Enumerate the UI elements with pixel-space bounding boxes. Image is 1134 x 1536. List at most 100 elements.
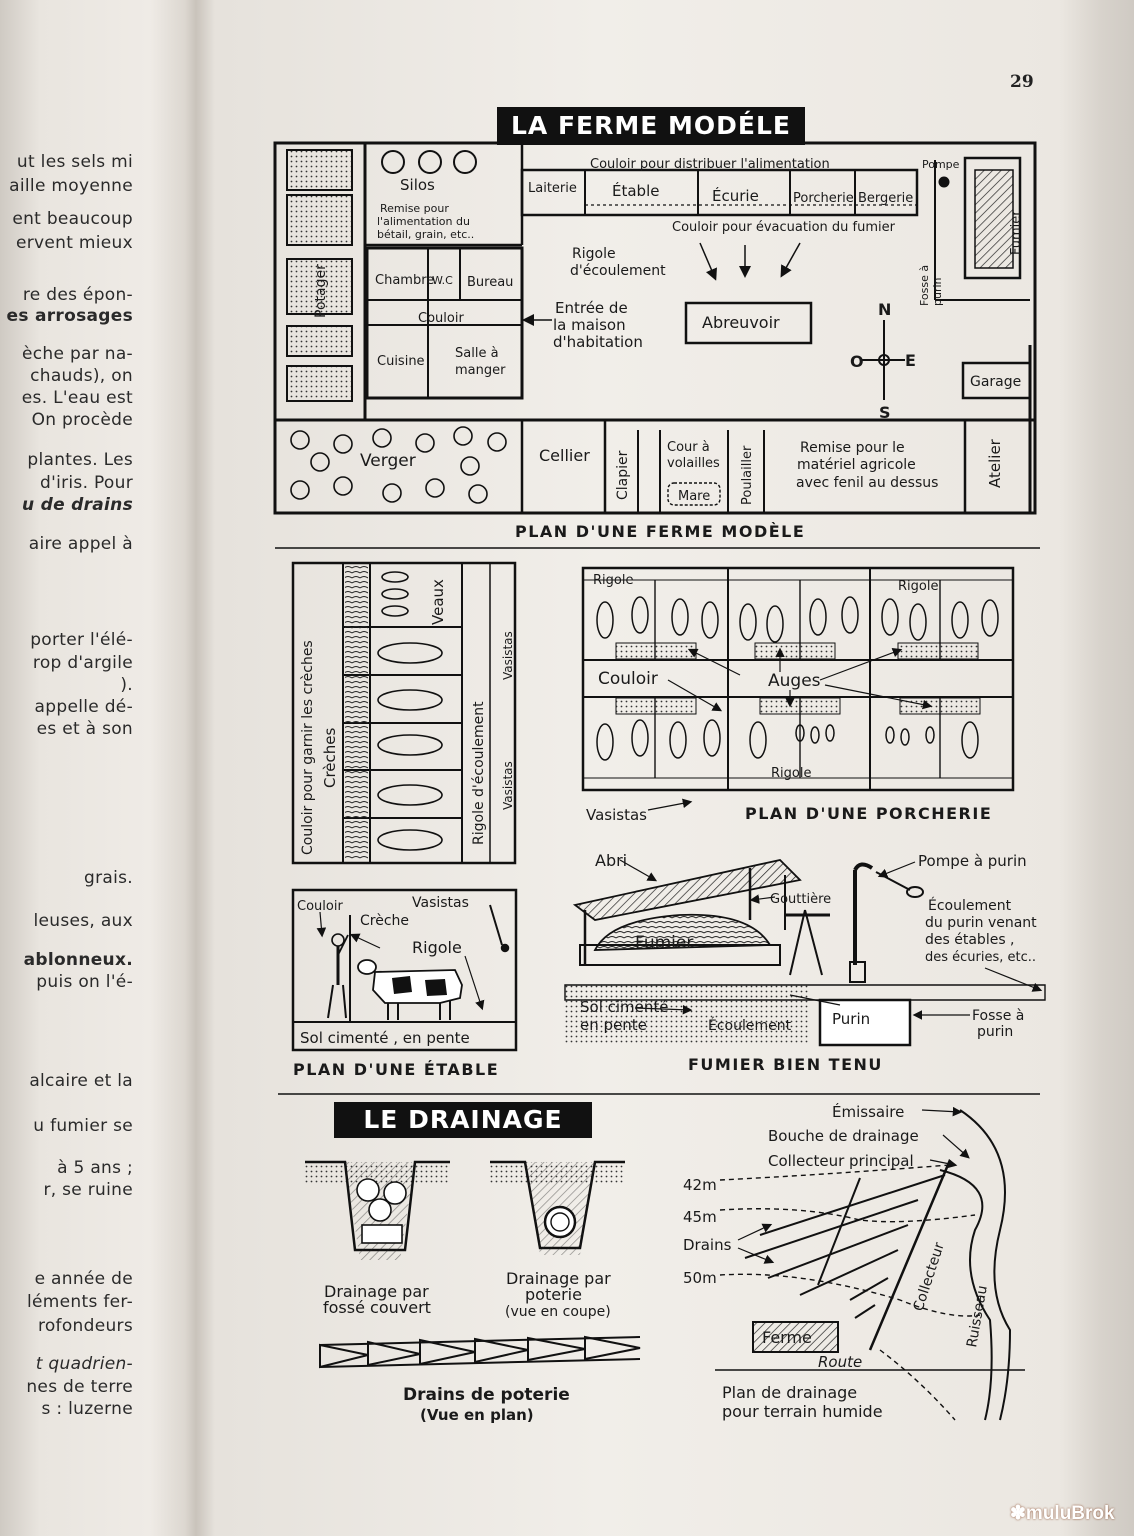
left-page-line: chauds), on <box>30 366 133 386</box>
left-page-line: es et à son <box>36 719 133 739</box>
left-page-line: aire appel à <box>28 534 133 554</box>
bureau-label: Bureau <box>467 275 513 290</box>
gouttiere-label: Gouttière <box>770 892 831 907</box>
pigsty-plan <box>581 566 1015 811</box>
remise-alim-l1: Remise pour <box>380 202 449 215</box>
left-page-line: On procède <box>31 410 133 430</box>
left-page-line: t quadrien- <box>35 1354 133 1374</box>
creches-label: Crèches <box>321 727 339 788</box>
left-page-line: ut les sels mi <box>16 152 133 172</box>
drainage-diagrams <box>305 1106 1025 1421</box>
page-number: 29 <box>1010 72 1034 92</box>
wc-label: W.C <box>432 274 453 287</box>
garage-label: Garage <box>970 374 1021 390</box>
vasistas-porch-label: Vasistas <box>586 806 647 824</box>
left-page-line: plantes. Les <box>27 450 133 470</box>
vasistas-etable-label: Vasistas <box>412 895 469 911</box>
route-label: Route <box>818 1353 862 1371</box>
fosse-fumier-l1: Fosse à <box>972 1008 1024 1024</box>
left-page-line: èche par na- <box>22 344 133 364</box>
left-page-line: rop d'argile <box>32 653 133 673</box>
remise-mat-l1: Remise pour le <box>800 440 905 456</box>
compass-o: O <box>850 352 864 371</box>
fumier-plan-label: Fumier <box>1009 210 1024 255</box>
ferme-label: Ferme <box>762 1328 812 1347</box>
auges-label: Auges <box>768 671 821 691</box>
compass-e: E <box>905 351 916 370</box>
rigole-porch-3: Rigole <box>771 766 811 781</box>
left-page-line: ervent mieux <box>16 233 133 253</box>
cuisine-label: Cuisine <box>377 354 425 369</box>
stable-plan-labels: Couloir pour garnir les crèches Crèches … <box>300 579 515 855</box>
ferme-caption: PLAN D'UNE FERME MODÈLE <box>515 522 805 541</box>
manure-diagram <box>564 859 1046 1047</box>
fosse-couvert-l1: Drainage par <box>324 1282 429 1301</box>
remise-alim-l2: l'alimentation du <box>377 215 470 228</box>
ecoulement-purin-l3: des étables , <box>925 932 1015 948</box>
mare-label: Mare <box>678 489 710 504</box>
ecoulement-purin-l4: des écuries, etc.. <box>925 950 1036 965</box>
compass-s: S <box>879 403 891 422</box>
poulailler-label: Poulailler <box>740 445 755 505</box>
verger-label: Verger <box>360 451 416 471</box>
farm-plan <box>273 141 1037 515</box>
potager-label: Potager <box>313 264 329 318</box>
stable-section-labels: Couloir Crèche Vasistas Rigole Sol cimen… <box>293 895 498 1079</box>
plan-caption-l1: Plan de drainage <box>722 1383 857 1402</box>
compass-n: N <box>878 300 891 319</box>
salle-l1: Salle à <box>455 346 499 361</box>
drains-poterie-l2: (Vue en plan) <box>420 1406 534 1424</box>
vasistas-plan-1: Vasistas <box>501 631 515 680</box>
veaux-label: Veaux <box>429 579 447 625</box>
left-page-line: es. L'eau est <box>21 388 133 408</box>
couloir-creches-label: Couloir pour garnir les crèches <box>300 640 316 855</box>
left-page-line: alcaire et la <box>29 1071 133 1091</box>
purin-label: Purin <box>832 1010 870 1028</box>
left-page-line: s : luzerne <box>41 1399 133 1419</box>
laiterie-label: Laiterie <box>528 181 577 196</box>
sol-etable-label: Sol cimenté , en pente <box>300 1029 470 1047</box>
salle-l2: manger <box>455 363 506 378</box>
couloir-etable-label: Couloir <box>297 899 343 914</box>
left-page-line: r, se ruine <box>43 1180 133 1200</box>
pigsty-labels: Rigole Rigole Rigole Couloir Auges Vasis… <box>586 573 992 824</box>
drainage-title: LE DRAINAGE <box>334 1102 592 1138</box>
left-page-line: es arrosages <box>6 306 133 326</box>
collecteur-label: Collecteur <box>911 1240 948 1313</box>
atelier-label: Atelier <box>986 438 1004 488</box>
remise-alim-l3: bétail, grain, etc.. <box>377 228 474 241</box>
porcherie-caption: PLAN D'UNE PORCHERIE <box>745 804 992 823</box>
cour-l2: volailles <box>667 456 720 471</box>
couloir-evac-label: Couloir pour évacuation du fumier <box>672 220 896 235</box>
left-page-line: leuses, aux <box>33 911 133 931</box>
fumier-caption: FUMIER BIEN TENU <box>688 1055 883 1074</box>
left-page-line: à 5 ans ; <box>57 1158 133 1178</box>
poterie-l3: (vue en coupe) <box>505 1304 611 1320</box>
collecteur-principal-label: Collecteur principal <box>768 1152 914 1170</box>
ecoulement-label: Écoulement <box>708 1017 792 1034</box>
cour-l1: Cour à <box>667 440 710 455</box>
bouche-label: Bouche de drainage <box>768 1127 919 1145</box>
manure-labels: Abri Pompe à purin Gouttière Fumier Écou… <box>580 851 1037 1074</box>
left-page-line: léments fer- <box>27 1292 133 1312</box>
left-page-line: ent beaucoup <box>12 209 133 229</box>
left-page-line: ablonneux. <box>23 950 133 970</box>
ecoulement-purin-l1: Écoulement <box>928 897 1012 914</box>
rigole-ecoulement-label: Rigole d'écoulement <box>471 701 487 845</box>
left-page-line: puis on l'é- <box>36 972 133 992</box>
left-page-line: appelle dé- <box>34 697 133 717</box>
fosse-l2: purin <box>931 277 944 306</box>
left-page-line: ). <box>120 675 133 695</box>
vasistas-plan-2: Vasistas <box>501 761 515 810</box>
left-page-line: u de drains <box>21 495 133 515</box>
remise-mat-l2: matériel agricole <box>797 457 916 473</box>
entree-l2: la maison <box>553 316 626 334</box>
level-42: 42m <box>683 1176 717 1194</box>
level-45: 45m <box>683 1208 717 1226</box>
left-page-line: aille moyenne <box>9 176 133 196</box>
remise-mat-l3: avec fenil au dessus <box>796 475 938 491</box>
stable-plan <box>291 561 517 865</box>
drainage-labels: Drainage par fossé couvert Drainage par … <box>323 1102 991 1424</box>
poterie-l2: poterie <box>525 1285 582 1304</box>
left-page-line: grais. <box>84 868 133 888</box>
